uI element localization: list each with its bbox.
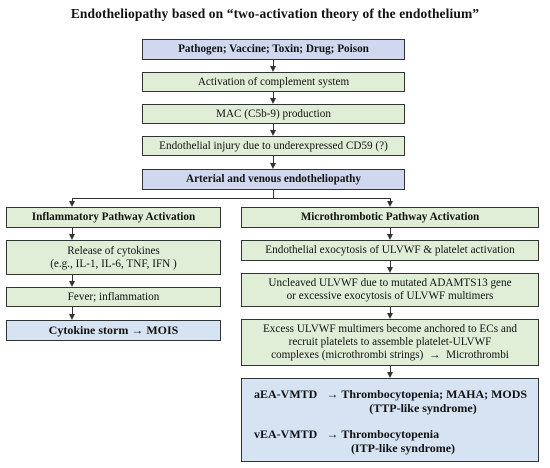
pathogen-text: Pathogen; Vaccine; Toxin; Drug; Poison [178, 43, 369, 55]
uncleaved-line-2: or excessive exocytosis of ULVWF multime… [286, 290, 494, 302]
connector [72, 198, 73, 202]
cytokine-storm-text: Cytokine storm [48, 323, 129, 337]
connector [72, 275, 73, 282]
cytokines-line-1: Release of cytokines [67, 244, 160, 257]
pathogen-box: Pathogen; Vaccine; Toxin; Drug; Poison [142, 39, 405, 60]
arrowhead [387, 313, 393, 319]
excess-box: Excess ULVWF multimers become anchored t… [241, 319, 539, 366]
mac-box: MAC (C5b-9) production [142, 104, 405, 124]
connector [390, 198, 391, 202]
vea-row: vEA-VMTD →Thrombocytopenia [254, 427, 532, 441]
connector [273, 92, 274, 99]
uncleaved-box: Uncleaved ULVWF due to mutated ADAMTS13 … [241, 273, 539, 307]
arrowhead [270, 98, 276, 104]
arrowhead [270, 130, 276, 136]
excess-line-2: recruit platelets to assemble platelet-U… [288, 336, 492, 348]
aea-text: Thrombocytopenia; MAHA; MODS [341, 387, 528, 401]
split-bar [72, 198, 391, 199]
arrow-right-icon: → [326, 387, 339, 401]
arrowhead [387, 267, 393, 273]
exocytosis-box: Endothelial exocytosis of ULVWF & platel… [241, 240, 539, 261]
fever-box: Fever; inflammation [6, 287, 221, 307]
arrowhead [69, 314, 75, 320]
cytokines-box: Release of cytokines (e.g., IL-1, IL-6, … [6, 240, 221, 275]
connector [390, 307, 391, 314]
inflammatory-header-box: Inflammatory Pathway Activation [6, 207, 221, 228]
fever-text: Fever; inflammation [67, 290, 160, 303]
complement-box: Activation of complement system [142, 72, 405, 92]
excess-line-3a: complexes (microthrombi strings) [271, 349, 424, 361]
cytokines-line-2: (e.g., IL-1, IL-6, TNF, IFN ) [50, 257, 177, 270]
aea-sub: (TTP-like syndrome) [369, 401, 477, 415]
connector [390, 261, 391, 268]
connector [72, 307, 73, 315]
excess-line-3: complexes (microthrombi strings) → Micro… [271, 349, 509, 362]
microthrombotic-header-box: Microthrombotic Pathway Activation [241, 207, 539, 228]
diagram-title: Endotheliopathy based on “two-activation… [70, 6, 480, 21]
connector [273, 124, 274, 131]
connector [273, 60, 274, 67]
mac-text: MAC (C5b-9) production [216, 107, 331, 120]
microthrombotic-header-text: Microthrombotic Pathway Activation [300, 211, 480, 223]
vea-sub: (ITP-like syndrome) [350, 441, 456, 455]
connector [390, 228, 391, 235]
arrowhead [270, 66, 276, 72]
connector [273, 156, 274, 164]
mois-text: MOIS [146, 323, 179, 337]
aea-label: aEA-VMTD [254, 387, 318, 401]
excess-line-3b: Microthrombi [446, 349, 509, 361]
uncleaved-line-1: Uncleaved ULVWF due to mutated ADAMTS13 … [268, 277, 512, 289]
injury-box: Endothelial injury due to underexpressed… [142, 136, 405, 156]
cytokine-storm-box: Cytokine storm → MOIS [6, 320, 221, 341]
injury-text: Endothelial injury due to underexpressed… [159, 139, 388, 152]
arrow-right-icon: → [131, 323, 144, 337]
arrowhead [387, 234, 393, 240]
results-box: aEA-VMTD →Thrombocytopenia; MAHA; MODS (… [241, 378, 539, 462]
arrow-right-icon: → [429, 349, 441, 361]
connector [72, 228, 73, 235]
endotheliopathy-text: Arterial and venous endotheliopathy [186, 173, 361, 185]
arrowhead [69, 281, 75, 287]
split-stem [273, 190, 274, 198]
arrowhead [387, 372, 393, 378]
aea-row: aEA-VMTD →Thrombocytopenia; MAHA; MODS [254, 387, 532, 401]
vea-text: Thrombocytopenia [341, 427, 440, 441]
arrowhead [387, 201, 393, 207]
excess-line-1: Excess ULVWF multimers become anchored t… [262, 323, 518, 335]
arrowhead [69, 234, 75, 240]
arrowhead [270, 163, 276, 169]
exocytosis-text: Endothelial exocytosis of ULVWF & platel… [265, 244, 515, 256]
vea-label: vEA-VMTD [254, 427, 318, 441]
connector [390, 366, 391, 373]
arrowhead [69, 201, 75, 207]
inflammatory-header-text: Inflammatory Pathway Activation [31, 211, 196, 223]
complement-text: Activation of complement system [197, 75, 350, 88]
endotheliopathy-box: Arterial and venous endotheliopathy [142, 169, 405, 190]
arrow-right-icon: → [326, 427, 339, 441]
